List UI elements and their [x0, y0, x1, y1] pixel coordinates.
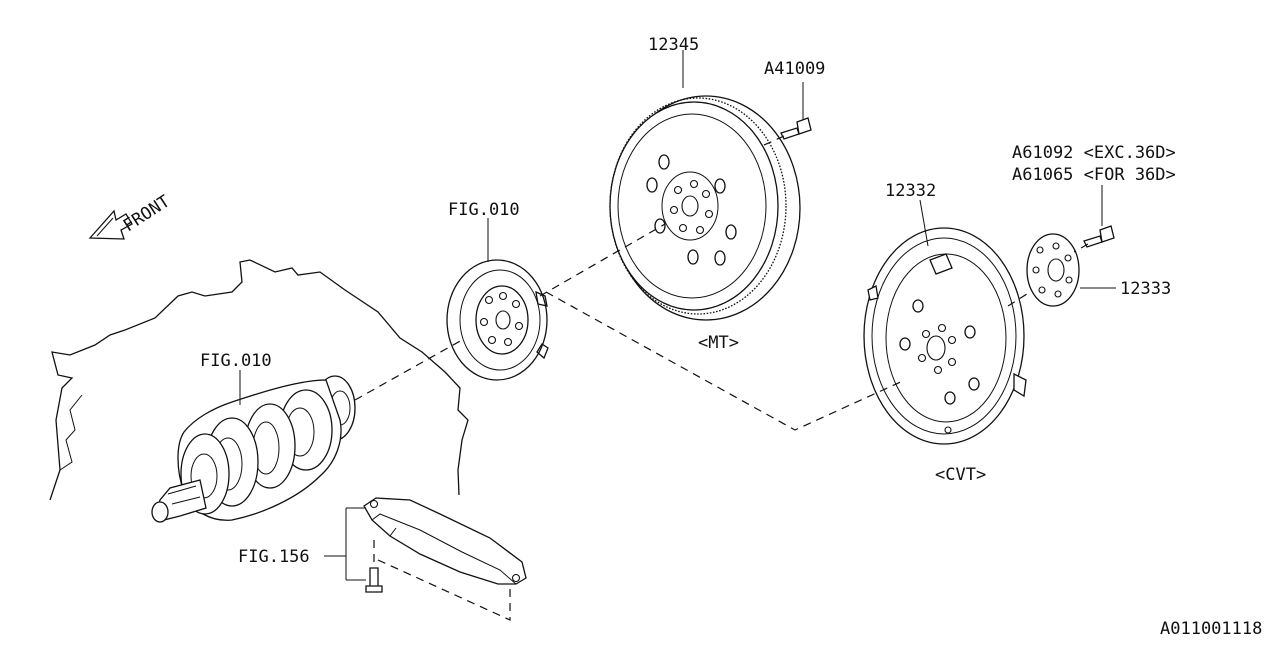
bracket-bolt-icon [365, 567, 383, 593]
spacer-12333 [1026, 233, 1080, 307]
drive-plate [446, 259, 549, 381]
engine-block-outline [49, 259, 469, 501]
label-cvt-variant: <CVT> [935, 465, 986, 485]
front-arrow-icon [88, 209, 133, 240]
mt-flywheel [609, 95, 801, 321]
label-a61092: A61092 <EXC.36D> [1012, 143, 1176, 163]
label-a41009: A41009 [764, 59, 825, 79]
label-12345: 12345 [648, 35, 699, 55]
label-12332: 12332 [885, 181, 936, 201]
flywheel-housing-bracket [363, 497, 527, 585]
label-fig010-plate: FIG.010 [448, 200, 520, 220]
label-fig010-crank: FIG.010 [200, 351, 272, 371]
leader-lines [239, 50, 1116, 621]
label-12333: 12333 [1120, 279, 1171, 299]
bolt-a61092-icon [1083, 225, 1115, 248]
label-mt-variant: <MT> [698, 333, 739, 353]
front-label: FRONT [120, 192, 174, 237]
label-a61065: A61065 <FOR 36D> [1012, 165, 1176, 185]
crankshaft [151, 375, 356, 523]
drawing-code: A011001118 [1160, 619, 1262, 639]
label-fig156: FIG.156 [238, 547, 310, 567]
bolt-a41009-icon [780, 117, 812, 140]
cvt-drive-plate [863, 227, 1027, 445]
